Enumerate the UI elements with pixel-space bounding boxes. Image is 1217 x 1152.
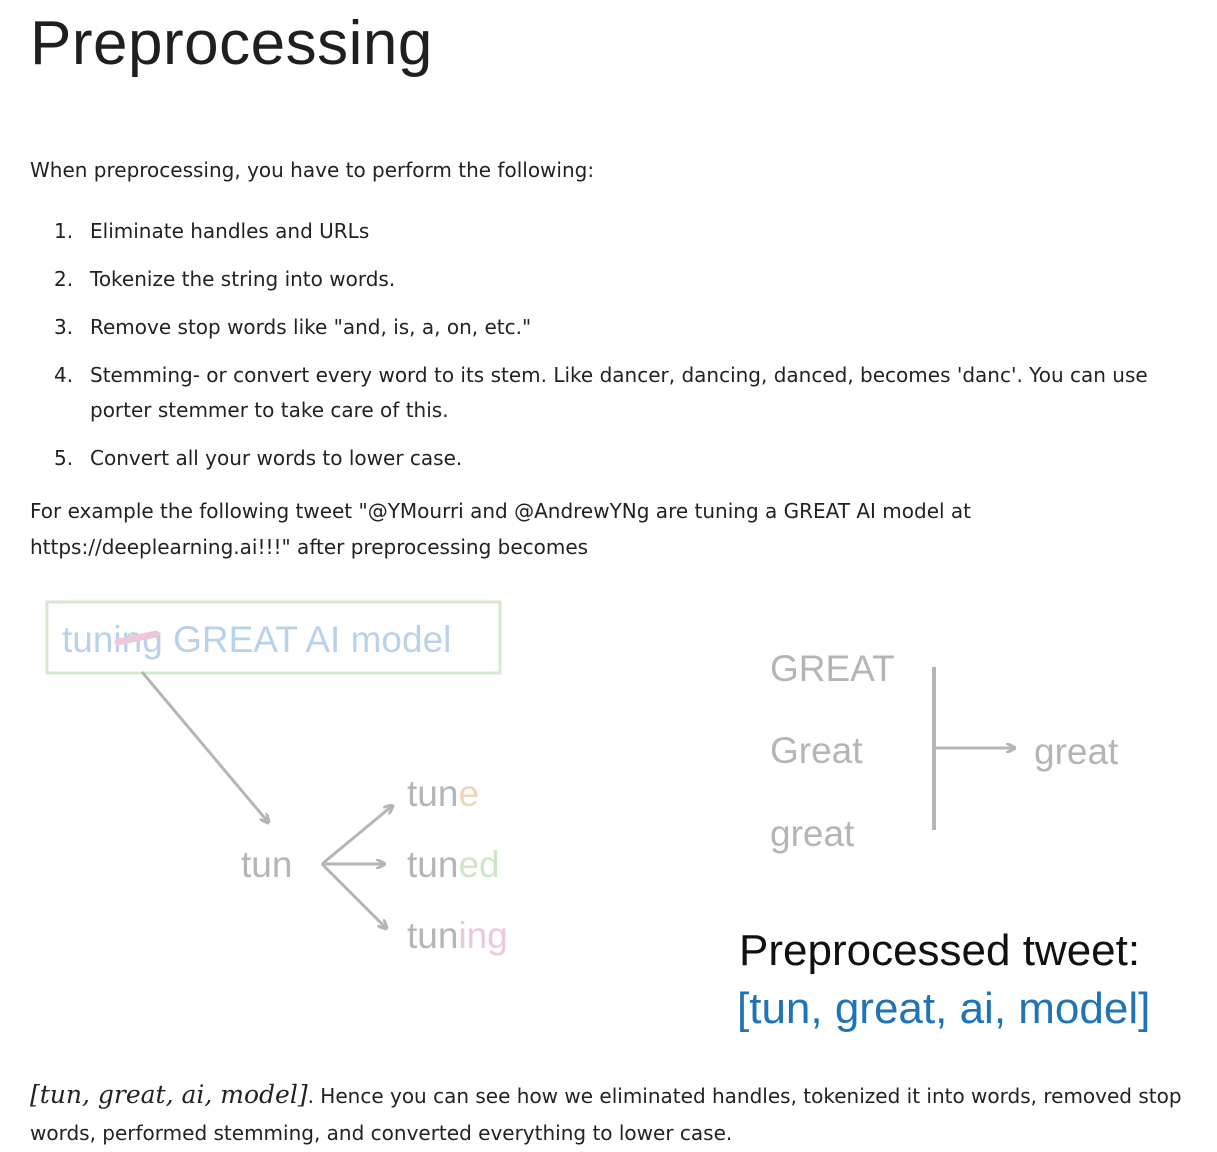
list-item: 1. Eliminate handles and URLs xyxy=(30,214,1200,249)
footer-text: [tun, great, ai, model]. Hence you can s… xyxy=(30,1076,1190,1152)
math-token-list: [tun, great, ai, model] xyxy=(30,1080,308,1109)
list-item-number: 4. xyxy=(54,363,74,387)
footer-explanation: . Hence you can see how we eliminated ha… xyxy=(30,1084,1182,1145)
list-item: 4. Stemming- or convert every word to its… xyxy=(30,358,1200,428)
list-item-number: 1. xyxy=(54,219,74,243)
list-item-number: 2. xyxy=(54,267,74,291)
case-variant-upper: GREAT xyxy=(770,648,895,689)
arrow-to-tuning xyxy=(320,862,386,928)
list-item-number: 5. xyxy=(54,446,74,470)
list-item-number: 3. xyxy=(54,315,74,339)
case-variant-title: Great xyxy=(770,730,863,771)
list-item: 3. Remove stop words like "and, is, a, on… xyxy=(30,310,1200,345)
case-result: great xyxy=(1034,731,1119,772)
preprocessing-figure: tuning GREAT AI model tun tune tuned tun… xyxy=(45,600,1150,1033)
variant-tuned: tuned xyxy=(407,844,500,885)
input-phrase-box xyxy=(45,600,502,675)
arrow-to-tune xyxy=(321,806,392,866)
list-item-text: Eliminate handles and URLs xyxy=(90,219,370,243)
list-item: 5. Convert all your words to lower case. xyxy=(30,441,1200,476)
strike-mark xyxy=(114,630,160,646)
variant-tuning: tuning xyxy=(407,915,508,956)
example-text: For example the following tweet "@YMourr… xyxy=(30,499,972,559)
variant-tune: tune xyxy=(407,773,479,814)
list-item-text: Tokenize the string into words. xyxy=(90,267,396,291)
result-label: Preprocessed tweet: xyxy=(739,926,1140,975)
list-item-text: Remove stop words like "and, is, a, on, … xyxy=(90,315,532,339)
intro-text: When preprocessing, you have to perform … xyxy=(30,158,595,182)
result-list: [tun, great, ai, model] xyxy=(737,984,1150,1033)
list-item-text: Stemming- or convert every word to its s… xyxy=(90,363,1148,422)
steps-list: 1. Eliminate handles and URLs 2. Tokenize … xyxy=(30,214,1200,489)
list-item: 2. Tokenize the string into words. xyxy=(30,262,1200,297)
arrow-to-stem xyxy=(140,671,268,822)
stem-word: tun xyxy=(241,844,292,885)
list-item-text: Convert all your words to lower case. xyxy=(90,446,463,470)
case-variant-lower: great xyxy=(770,813,855,854)
page-title: Preprocessing xyxy=(30,9,433,78)
